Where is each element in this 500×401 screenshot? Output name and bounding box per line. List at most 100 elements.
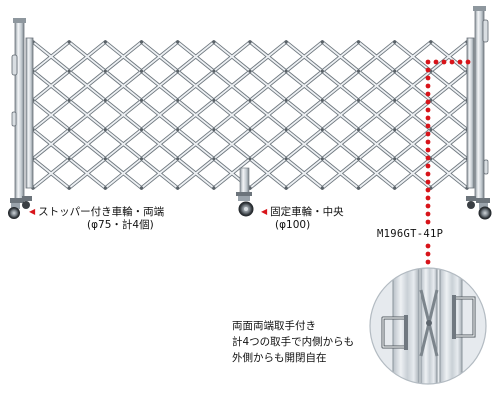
lattice-pivot [284,40,288,44]
leader-dot [425,259,431,265]
handle-description-line2: 計4つの取手で内側からも [232,336,355,348]
lattice-bar [212,157,251,189]
right-caster-rear [466,196,476,209]
lattice-bar [140,157,179,189]
lattice-pivot [212,69,216,73]
leader-dot [425,99,431,105]
lattice-bar [32,157,71,189]
lattice-pivot [393,128,397,132]
lattice-bar [285,70,324,102]
lattice-bar [357,157,396,189]
lattice-pivot [284,157,288,161]
lattice-pivot [139,40,144,44]
red-triangle-left-icon: ◀ [29,207,36,216]
lattice-pivot [284,128,288,132]
lattice-bar [32,70,71,102]
lattice-pivot [103,157,107,161]
leader-dot [425,83,431,89]
lattice-pivot [212,128,216,132]
lattice-bar [393,41,432,73]
lattice-pivot [393,157,397,161]
lattice-bar [357,99,396,131]
fixed-caster-label: ◀固定車輪・中央 (φ100) [261,206,344,232]
lattice-pivot [393,98,397,102]
lattice-pivot [67,186,71,190]
lattice-pivot [176,40,180,44]
lattice-bar [249,99,288,131]
red-triangle-left-icon: ◀ [261,207,268,216]
lattice-bar [249,157,288,189]
lattice-bar [176,128,215,160]
lattice-bar [176,157,215,189]
lattice-pivot [176,69,180,73]
lattice-pivot [103,40,107,44]
lattice-bar [429,41,468,73]
leader-dot [425,107,431,113]
leader-dot [465,59,471,65]
left-end-post [11,18,34,201]
leader-dot [425,147,431,153]
leader-dot [425,155,431,161]
lattice-pivot [356,186,361,190]
leader-dot [425,75,431,81]
lattice-pivot [176,128,180,132]
lattice-pivot [248,128,252,132]
leader-dot [425,115,431,121]
lattice-bar [249,41,288,73]
leader-dot [457,59,463,65]
lattice-bar [393,99,432,131]
lattice-bar [285,128,324,160]
lattice-pivot [176,157,180,161]
lattice-bar [212,41,251,73]
lattice-bar [249,128,288,160]
lattice-pivot [284,98,288,102]
lattice-pivot [393,40,397,44]
leader-dot [425,203,431,209]
left-caster-front [8,198,24,219]
lattice-pivot [176,186,180,190]
lattice-pivot [212,186,216,190]
stopper-caster-label-line1: ストッパー付き車輪・両端 [38,206,165,218]
lattice-pivot [429,128,433,132]
lattice-pivot [284,69,288,73]
lattice-bar [429,128,468,160]
lattice-bar [68,41,107,73]
lattice-pivot [320,40,324,44]
lattice-bar [357,41,396,73]
lattice-pivot [248,98,252,102]
leader-dot [441,59,447,65]
lattice-bar [32,99,71,131]
lattice-bar [321,41,360,73]
lattice-pivot [176,98,180,102]
lattice-bar [357,70,396,102]
lattice-pivot [67,69,71,73]
lattice-pivot [320,157,324,161]
lattice-bar [249,70,288,102]
lattice-bar [176,41,215,73]
left-caster-rear [22,196,32,209]
lattice-bar [104,41,143,73]
lattice-pivot [139,69,144,73]
lattice-bar [321,70,360,102]
stopper-caster-label-line2: (φ75・計4個) [87,219,154,232]
leader-dot [425,59,431,65]
lattice-pivot [67,98,71,102]
lattice-bar [321,99,360,131]
lattice-pivot [429,40,433,44]
callout-leader-lines [425,59,471,265]
lattice-pivot [393,186,397,190]
leader-dot [425,163,431,169]
model-number: M196GT-41P [377,228,444,240]
lattice-bar [140,128,179,160]
lattice-bar [212,128,251,160]
lattice-bar [104,70,143,102]
lattice-pivot [212,157,216,161]
lattice-bar [176,70,215,102]
lattice-pivot [248,157,252,161]
lattice-pivot [356,128,361,132]
lattice-pivot [103,186,107,190]
lattice-bar [140,70,179,102]
lattice-pivot [248,69,252,73]
lattice-bar [285,157,324,189]
